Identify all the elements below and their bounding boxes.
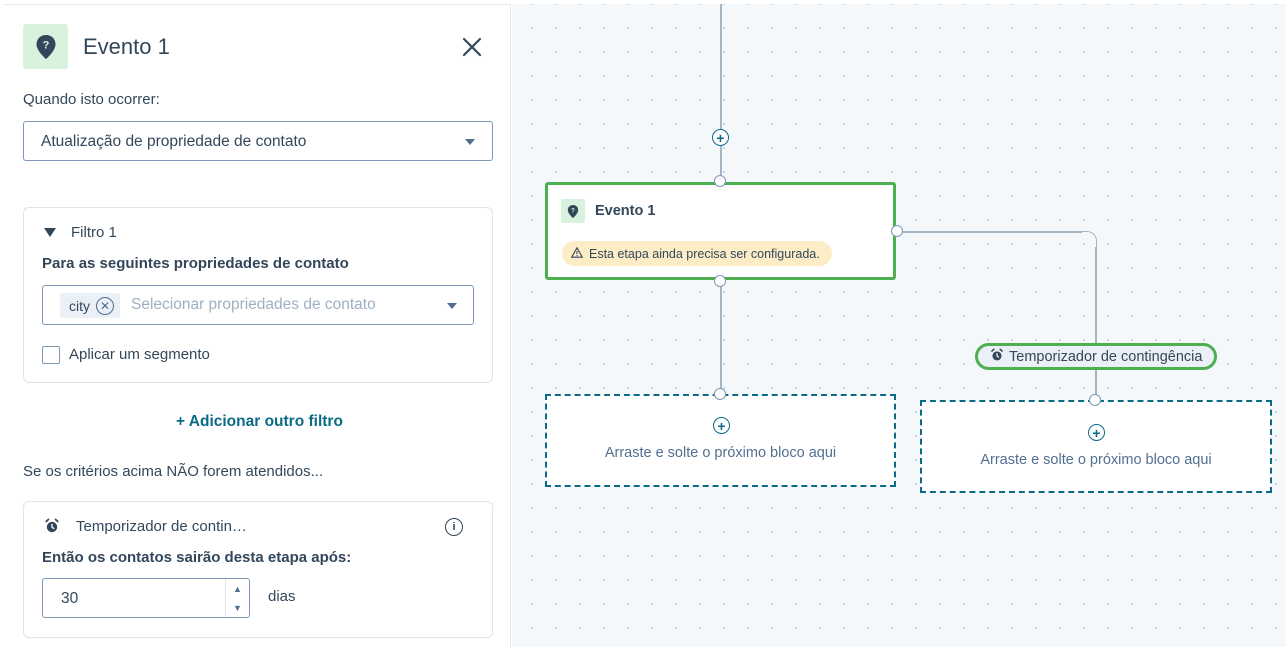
days-stepper[interactable]: ▲ ▼	[225, 579, 249, 617]
drop-zone-timeout[interactable]: + Arraste e solte o próximo bloco aqui	[920, 400, 1272, 493]
drop-zone-main[interactable]: + Arraste e solte o próximo bloco aqui	[545, 394, 896, 487]
warning-icon	[570, 246, 584, 261]
property-chip: city ✕	[60, 293, 120, 318]
warning-text: Esta etapa ainda precisa ser configurada…	[589, 246, 820, 261]
event-config-panel: ? Evento 1 Quando isto ocorrer: Atualiza…	[4, 4, 511, 647]
map-pin-icon: ?	[23, 24, 68, 69]
stepper-down-icon[interactable]: ▼	[233, 602, 242, 613]
plus-circle-icon[interactable]: +	[713, 417, 730, 434]
timer-tag-label: Temporizador de contingência	[1009, 348, 1203, 365]
exit-label: Então os contatos sairão desta etapa apó…	[42, 549, 352, 566]
remove-chip-icon[interactable]: ✕	[96, 296, 114, 315]
not-met-label: Se os critérios acima NÃO forem atendido…	[23, 463, 324, 480]
panel-title: Evento 1	[83, 34, 170, 59]
node-connector-bottom[interactable]	[714, 275, 726, 287]
days-value: 30	[61, 590, 79, 607]
plus-circle-icon[interactable]: +	[712, 129, 729, 146]
segment-checkbox[interactable]	[42, 346, 60, 364]
workflow-canvas[interactable]	[512, 4, 1286, 647]
node-connector-right[interactable]	[891, 225, 903, 237]
alarm-clock-icon	[990, 348, 1004, 366]
node-title: Evento 1	[595, 203, 656, 219]
filter-title: Filtro 1	[71, 224, 117, 241]
drop-connector	[714, 388, 726, 400]
connector-line	[1095, 247, 1097, 343]
drop-zone-text: Arraste e solte o próximo bloco aqui	[980, 452, 1212, 468]
timer-card: Temporizador de contin… i Então os conta…	[23, 501, 493, 638]
config-warning-badge: Esta etapa ainda precisa ser configurada…	[562, 241, 832, 266]
info-icon[interactable]: i	[445, 518, 463, 536]
stepper-up-icon[interactable]: ▲	[233, 583, 242, 594]
trigger-select[interactable]: Atualização de propriedade de contato	[23, 121, 493, 161]
chevron-down-icon	[465, 139, 475, 145]
filter-card: Filtro 1 Para as seguintes propriedades …	[23, 207, 493, 383]
connector-curve	[1080, 231, 1097, 248]
alarm-clock-icon	[44, 518, 60, 539]
timer-title: Temporizador de contin…	[76, 518, 247, 535]
segment-label: Aplicar um segmento	[69, 346, 210, 363]
map-pin-icon: ?	[561, 199, 585, 223]
properties-select[interactable]: city ✕ Selecionar propriedades de contat…	[42, 285, 474, 325]
connector-line	[720, 4, 722, 182]
timeout-branch-tag[interactable]: Temporizador de contingência	[975, 343, 1217, 370]
days-unit: dias	[268, 588, 296, 605]
chevron-down-icon	[447, 303, 457, 309]
chip-label: city	[69, 297, 90, 314]
svg-text:?: ?	[42, 39, 49, 51]
event-node[interactable]: ? Evento 1 Esta etapa ainda precisa ser …	[545, 182, 896, 280]
add-filter-button[interactable]: + Adicionar outro filtro	[176, 413, 343, 430]
properties-placeholder: Selecionar propriedades de contato	[131, 296, 376, 313]
connector-line	[720, 280, 722, 395]
drop-connector	[1089, 394, 1101, 406]
plus-circle-icon[interactable]: +	[1088, 424, 1105, 441]
close-icon[interactable]	[460, 35, 484, 59]
trigger-value: Atualização de propriedade de contato	[41, 133, 307, 150]
svg-text:?: ?	[571, 208, 575, 214]
filter-icon	[44, 228, 56, 237]
connector-line	[1095, 370, 1097, 396]
days-input[interactable]: 30 ▲ ▼	[42, 578, 250, 618]
trigger-label: Quando isto ocorrer:	[23, 91, 160, 108]
node-connector-top[interactable]	[714, 175, 726, 187]
drop-zone-text: Arraste e solte o próximo bloco aqui	[604, 445, 837, 461]
props-label: Para as seguintes propriedades de contat…	[42, 255, 349, 272]
connector-line	[896, 231, 1082, 233]
